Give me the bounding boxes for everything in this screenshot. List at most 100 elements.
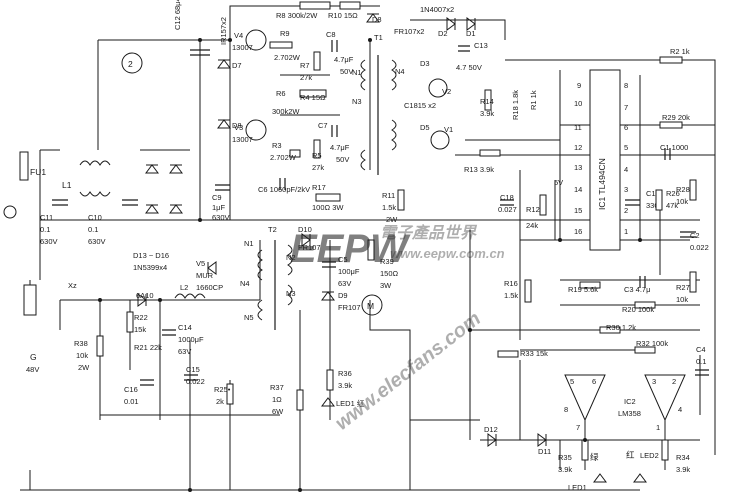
g-battery — [23, 284, 37, 316]
ic1-pin-9: 9 — [577, 81, 581, 90]
v5-part1: MUR — [196, 271, 214, 280]
r25-value: 2k — [216, 397, 224, 406]
r32-label: R32 100k — [636, 339, 668, 348]
ic1-pin-4: 4 — [624, 165, 628, 174]
d8b-diode — [366, 13, 380, 23]
r26-value: 47k — [666, 201, 678, 210]
c8-value: 4.7μF — [334, 55, 354, 64]
c5-capacitor — [322, 261, 336, 268]
r7-label: R7 — [300, 61, 310, 70]
r30-label: R30 1.2k — [606, 323, 636, 332]
c2-value: 0.022 — [690, 243, 709, 252]
r17-value: 100Ω 3W — [312, 203, 344, 212]
r25-label: R25• — [214, 385, 231, 394]
r12-label: R12 — [526, 205, 540, 214]
r2-resistor — [659, 56, 683, 64]
r11-power: 2W — [386, 215, 398, 224]
r29-resistor — [659, 121, 683, 129]
ic1-pin-5: 5 — [624, 143, 628, 152]
n3b-label: N3 — [286, 289, 296, 298]
n4-label: N4 — [395, 67, 405, 76]
ic2-pin-6: 6 — [592, 377, 596, 386]
led-red-char: 红 — [626, 450, 635, 460]
c2-label: C2 — [690, 231, 700, 240]
r21-label: R21 22k — [134, 343, 162, 352]
r28-resistor — [689, 179, 697, 201]
fr107-label: FR107 — [298, 243, 321, 252]
ic2-pin-8: 8 — [564, 405, 568, 414]
r37-resistor — [296, 389, 304, 411]
r30-resistor — [599, 326, 621, 334]
v3-part: 13007 — [232, 135, 253, 144]
r38-value: 10k — [76, 351, 88, 360]
n4b-label: N4 — [240, 279, 250, 288]
r1-label: R1 1k — [529, 90, 538, 110]
v2-transistor — [428, 78, 448, 98]
c12-label: C12 68μ450V — [173, 0, 182, 30]
d9-part: FR107 — [338, 303, 361, 312]
ic1-pin-7: 7 — [624, 103, 628, 112]
c13-label: C13 — [474, 41, 488, 50]
r35-resistor — [581, 439, 589, 461]
c1-capacitor — [664, 148, 671, 160]
c15-label: C15 — [186, 365, 200, 374]
xz-label: Xz — [68, 281, 77, 290]
r16-label: R16 — [504, 279, 518, 288]
c18-value: 0.027 — [498, 205, 517, 214]
c10-label: C10 — [88, 213, 102, 222]
d10-label: D10 — [298, 225, 312, 234]
r12-value: 24k — [526, 221, 538, 230]
d8b-label: D8 — [372, 15, 382, 24]
d6-diode — [137, 293, 147, 307]
ic2-label: IC2 — [624, 397, 636, 406]
led1-label: LED1 — [568, 483, 587, 492]
r38-resistor — [96, 335, 104, 357]
c10-voltage: 630V — [88, 237, 106, 246]
c13-value: 4.7 50V — [456, 63, 482, 72]
r34-resistor — [661, 439, 669, 461]
g-label: G — [30, 352, 37, 362]
led-green-char: 绿 — [590, 452, 599, 462]
watermark-url2: www.eepw.com.cn — [390, 246, 505, 261]
ic1-pin-16: 16 — [574, 227, 582, 236]
r39-value: 150Ω — [380, 269, 399, 278]
r13-label: R13 3.9k — [464, 165, 494, 174]
ic1-pin-13: 13 — [574, 163, 582, 172]
r37-power: 6W — [272, 407, 284, 416]
r38-power: 2W — [78, 363, 90, 372]
fu1-fuse — [19, 151, 29, 181]
c15-capacitor — [184, 374, 198, 381]
c8-voltage: 50V — [340, 67, 353, 76]
motor-label: M — [367, 301, 374, 311]
ic1-pin-10: 10 — [574, 99, 582, 108]
r36-value: 3.9k — [338, 381, 352, 390]
l1-label: L1 — [62, 180, 72, 190]
r27-label: R27 — [676, 283, 690, 292]
c15-value: 0.022 — [186, 377, 205, 386]
r32-resistor — [634, 346, 656, 354]
r39-resistor — [367, 239, 375, 261]
ic2-pin-4: 4 — [678, 405, 682, 414]
d5-label: D5 — [420, 123, 430, 132]
r5-resistor — [313, 139, 321, 159]
r37-label: R37 — [270, 383, 284, 392]
d7-diode — [217, 59, 231, 69]
in4007-label: 1N4007x2 — [420, 5, 454, 14]
d13-d16-label: D13 ~ D16 — [133, 251, 169, 260]
r11-value: 1.5k — [382, 203, 396, 212]
r9-resistor — [269, 41, 293, 49]
r39-label: R39 — [380, 257, 394, 266]
r26-label: R26 — [666, 189, 680, 198]
r36-resistor — [326, 369, 334, 391]
c5-value: 100μF — [338, 267, 360, 276]
r17-resistor — [315, 193, 341, 202]
r14-resistor — [484, 89, 492, 111]
r18-label: R18 1.8k — [511, 90, 520, 120]
ic2-part: LM358 — [618, 409, 641, 418]
ic2-pin-1: 1 — [656, 423, 660, 432]
r39-power: 3W — [380, 281, 392, 290]
d6-label: 6A10 — [136, 291, 154, 300]
r3-value: 2.702W — [270, 153, 297, 162]
v4-part: 13007 — [232, 43, 253, 52]
